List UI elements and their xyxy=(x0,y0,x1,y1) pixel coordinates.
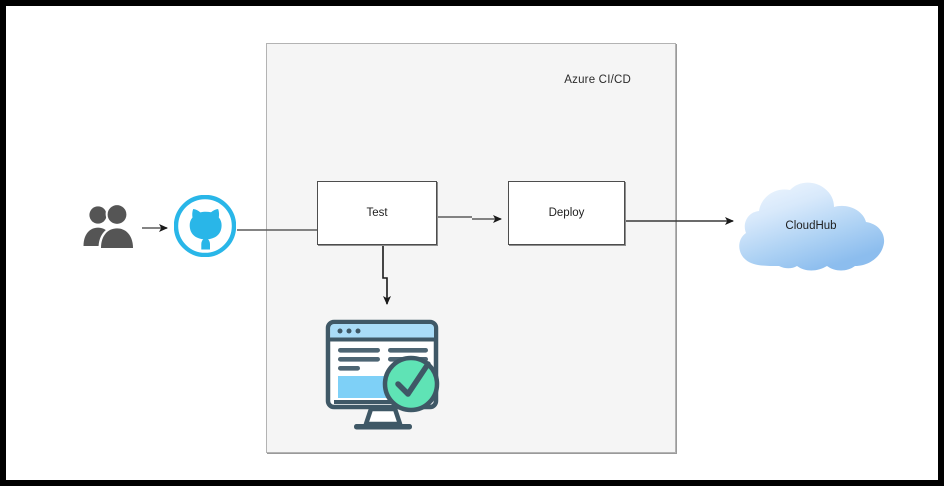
group-panel-label: Azure CI/CD xyxy=(564,74,631,86)
monitor-checkmark-icon[interactable] xyxy=(316,314,454,444)
github-icon[interactable] xyxy=(173,194,237,258)
node-test[interactable]: Test xyxy=(317,181,437,245)
diagram-stage: Azure CI/CD xyxy=(6,6,938,480)
people-icon[interactable] xyxy=(80,202,142,248)
node-cloudhub[interactable]: CloudHub xyxy=(735,182,887,274)
node-deploy[interactable]: Deploy xyxy=(508,181,625,245)
node-deploy-label: Deploy xyxy=(548,207,585,219)
node-test-label: Test xyxy=(366,207,388,219)
